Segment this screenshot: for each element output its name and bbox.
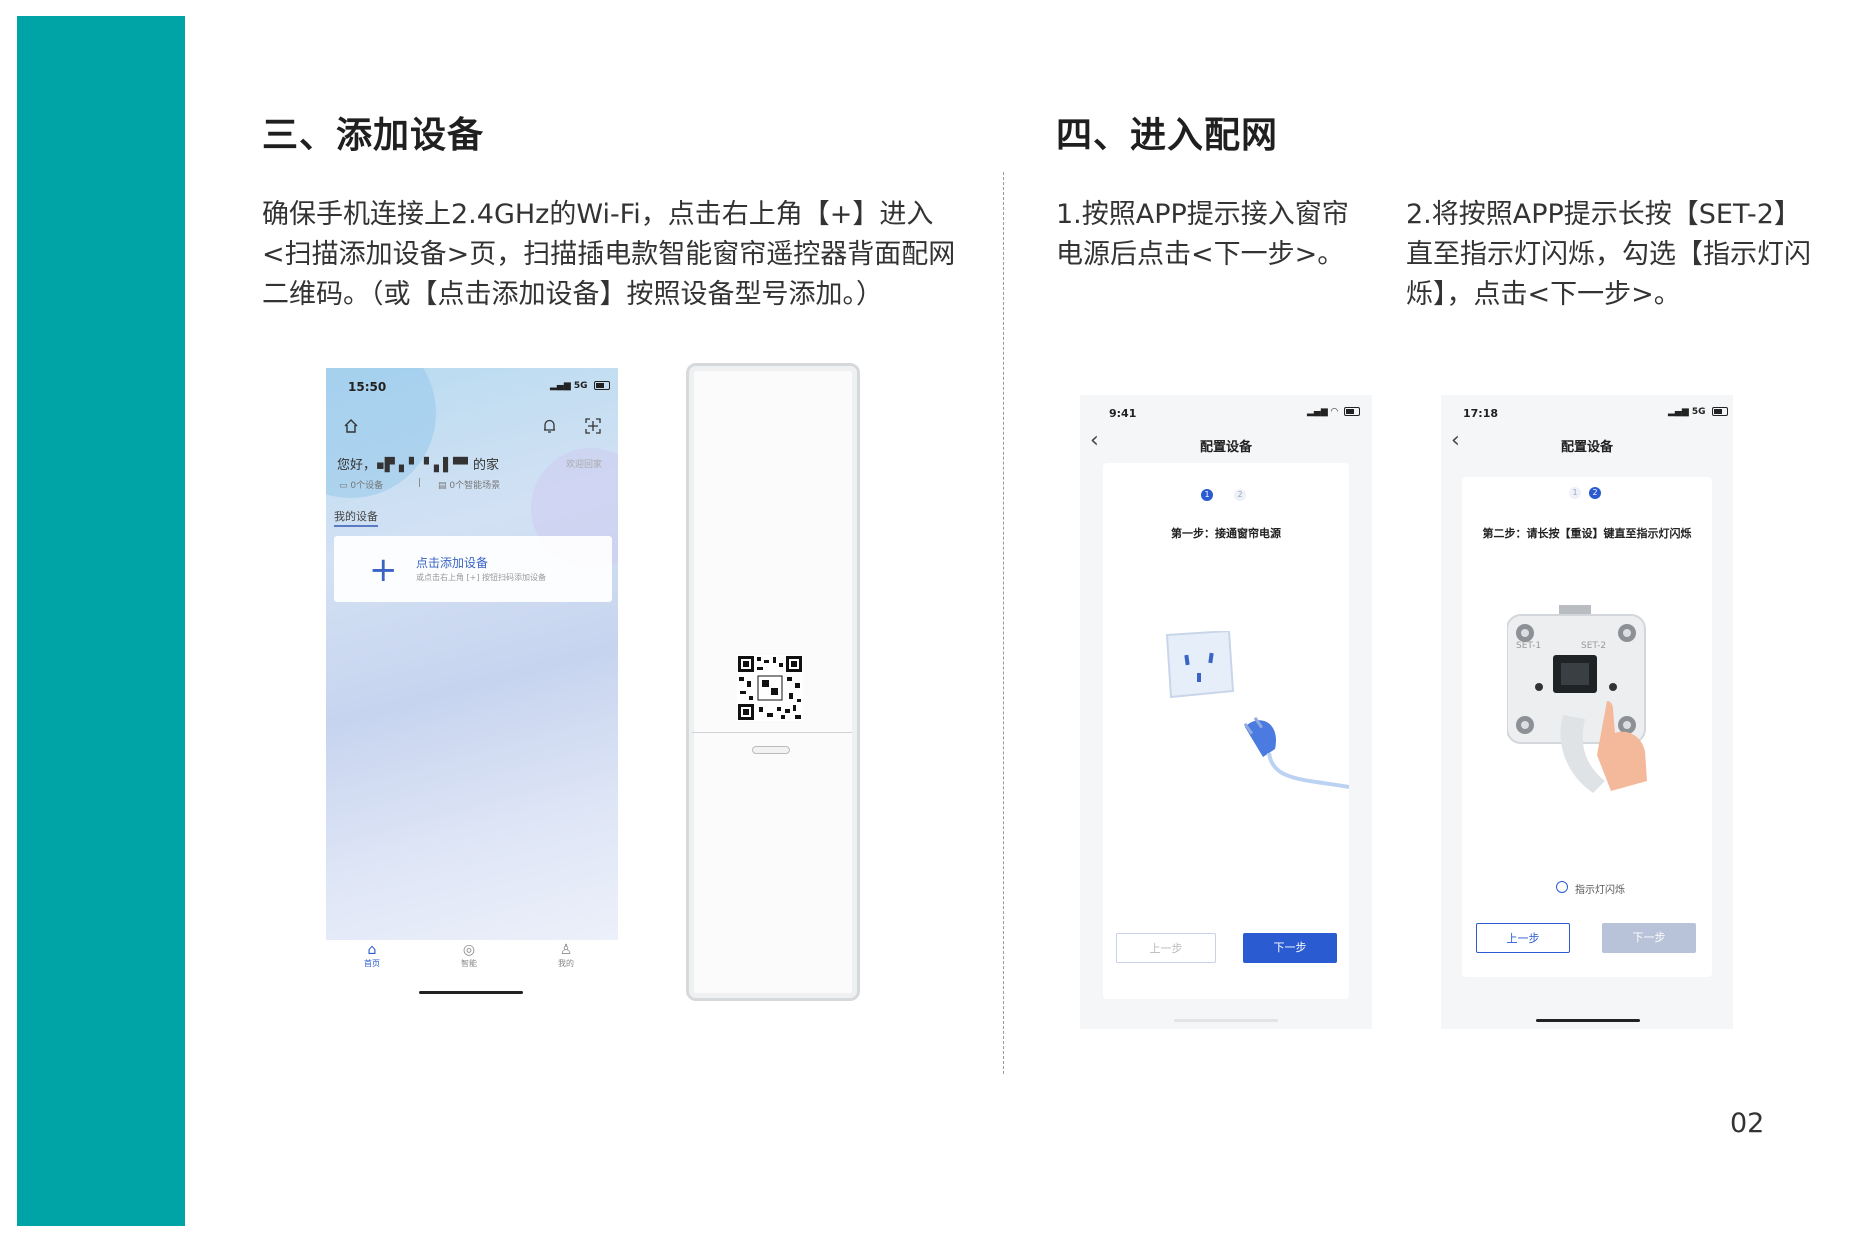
home-indicator bbox=[419, 991, 523, 994]
my-devices-tab[interactable]: 我的设备 bbox=[334, 508, 378, 527]
next-step-button[interactable]: 下一步 bbox=[1243, 933, 1337, 963]
network-type: 5G bbox=[1691, 407, 1706, 417]
content-card: 1 2 第一步：接通窗帘电源 上一步 下一步 bbox=[1103, 463, 1349, 999]
step-2-line-2: 直至指示灯闪烁，勾选【指示灯闪 bbox=[1406, 239, 1811, 270]
sidebar-color-band bbox=[17, 16, 185, 1226]
step-dot-2: 2 bbox=[1234, 489, 1246, 501]
status-signal: ▂▄▆ 5G bbox=[1668, 407, 1728, 417]
signal-bars-icon: ▂▄▆ bbox=[1668, 407, 1689, 417]
home-indicator bbox=[1536, 1019, 1640, 1022]
prev-step-button[interactable]: 上一步 bbox=[1116, 933, 1216, 963]
remote-controller-image bbox=[686, 363, 860, 1001]
status-time: 15:50 bbox=[348, 380, 387, 394]
plus-icon: + bbox=[369, 550, 398, 590]
indicator-flashing-radio[interactable] bbox=[1556, 881, 1568, 893]
power-socket-plug-illustration bbox=[1165, 631, 1349, 789]
section-3-description: 确保手机连接上2.4GHz的Wi-Fi，点击右上角【+】进入 <扫描添加设备>页… bbox=[262, 195, 955, 315]
step-instruction: 第一步：接通窗帘电源 bbox=[1171, 527, 1281, 540]
back-chevron-icon[interactable]: ‹ bbox=[1451, 428, 1460, 453]
step-1-line-1: 1.按照APP提示接入窗帘 bbox=[1056, 199, 1349, 230]
count-separator: | bbox=[418, 478, 422, 488]
config-screen-2: 17:18 ▂▄▆ 5G ‹ 配置设备 1 2 第二步：请长按【重设】键直至指示… bbox=[1441, 395, 1733, 1029]
home-indicator bbox=[1174, 1019, 1278, 1022]
qr-code-icon bbox=[737, 655, 803, 721]
set-2-label: SET-2 bbox=[1581, 641, 1607, 651]
column-divider bbox=[1003, 172, 1004, 1074]
battery-icon bbox=[1343, 407, 1360, 416]
add-device-label: 点击添加设备 bbox=[416, 556, 489, 570]
indicator-flashing-label: 指示灯闪烁 bbox=[1575, 885, 1625, 896]
device-icon: ▭ bbox=[339, 481, 348, 491]
next-step-button[interactable]: 下一步 bbox=[1602, 923, 1696, 953]
tab-home[interactable]: ⌂首页 bbox=[352, 942, 392, 969]
add-device-hint: 或点击右上角 [+] 按钮扫码添加设备 bbox=[416, 573, 547, 582]
user-tab-icon: ♙ bbox=[559, 942, 573, 958]
page-number: 02 bbox=[1730, 1108, 1765, 1139]
content-card: 1 2 第二步：请长按【重设】键直至指示灯闪烁 SET-1 SET-2 指示灯闪… bbox=[1462, 477, 1712, 977]
tab-smart[interactable]: ◎智能 bbox=[449, 942, 489, 969]
section-3-line-2: <扫描添加设备>页，扫描插电款智能窗帘遥控器背面配网 bbox=[262, 239, 956, 270]
screen-title: 配置设备 bbox=[1560, 440, 1613, 455]
signal-bars-icon: ▂▄▆ bbox=[550, 381, 571, 391]
scan-icon[interactable] bbox=[585, 418, 601, 434]
status-time: 17:18 bbox=[1463, 407, 1499, 420]
status-signal: ▂▄▆ ◠ bbox=[1307, 407, 1360, 417]
battery-icon bbox=[1711, 407, 1728, 416]
status-time: 9:41 bbox=[1109, 407, 1137, 420]
tab-home-label: 首页 bbox=[364, 959, 380, 968]
section-3-line-1: 确保手机连接上2.4GHz的Wi-Fi，点击右上角【+】进入 bbox=[262, 199, 934, 230]
step-2-line-3: 烁】，点击<下一步>。 bbox=[1406, 279, 1681, 310]
signal-bars-icon: ▂▄▆ bbox=[1307, 407, 1328, 417]
section-4-title: 四、进入配网 bbox=[1056, 115, 1279, 156]
add-device-card[interactable] bbox=[334, 536, 612, 602]
screen-title: 配置设备 bbox=[1199, 440, 1252, 455]
network-type: 5G bbox=[573, 381, 588, 391]
home-tab-icon: ⌂ bbox=[367, 942, 377, 958]
section-3-title: 三、添加设备 bbox=[262, 115, 485, 156]
remote-indicator-slot bbox=[752, 746, 790, 754]
remote-seam bbox=[692, 732, 852, 733]
bottom-tab-bar: ⌂首页 ◎智能 ♙我的 bbox=[326, 940, 618, 970]
step-dot-1: 1 bbox=[1569, 487, 1581, 499]
section-3-line-3: 二维码。（或【点击添加设备】按照设备型号添加。） bbox=[262, 279, 883, 310]
tab-smart-label: 智能 bbox=[461, 959, 477, 968]
wifi-icon: ◠ bbox=[1330, 407, 1338, 417]
scene-icon: ▤ bbox=[438, 481, 447, 491]
device-count: ▭ 0个设备 bbox=[339, 478, 383, 491]
phone-home-screenshot: 15:50 ▂▄▆ 5G 您好，▪▛ ▖▘▝▗ ▌▀▘的家 欢迎回家 ▭ 0个设… bbox=[326, 368, 618, 940]
section-4-step-1-text: 1.按照APP提示接入窗帘 电源后点击<下一步>。 bbox=[1056, 195, 1349, 275]
step-dot-1: 1 bbox=[1201, 489, 1213, 501]
home-icon[interactable] bbox=[343, 418, 359, 434]
config-screen-1: 9:41 ▂▄▆ ◠ ‹ 配置设备 1 2 第一步：接通窗帘电源 上一步 下一步 bbox=[1080, 395, 1372, 1029]
tab-mine[interactable]: ♙我的 bbox=[546, 942, 586, 969]
step-instruction: 第二步：请长按【重设】键直至指示灯闪烁 bbox=[1482, 527, 1692, 540]
step-dot-2: 2 bbox=[1589, 487, 1601, 499]
set-1-label: SET-1 bbox=[1516, 641, 1542, 651]
back-chevron-icon[interactable]: ‹ bbox=[1090, 428, 1099, 453]
smart-tab-icon: ◎ bbox=[462, 942, 476, 958]
welcome-text: 欢迎回家 bbox=[566, 460, 603, 470]
scene-count-text: 0个智能场景 bbox=[449, 481, 501, 491]
battery-icon bbox=[593, 381, 610, 390]
step-2-line-1: 2.将按照APP提示长按【SET-2】 bbox=[1406, 199, 1801, 230]
prev-step-button[interactable]: 上一步 bbox=[1476, 923, 1570, 953]
status-signal: ▂▄▆ 5G bbox=[550, 381, 610, 391]
device-count-text: 0个设备 bbox=[350, 481, 384, 491]
step-1-line-2: 电源后点击<下一步>。 bbox=[1056, 239, 1345, 270]
bell-icon[interactable] bbox=[542, 418, 557, 434]
device-reset-illustration bbox=[1507, 605, 1647, 793]
greeting-text: 您好，▪▛ ▖▘▝▗ ▌▀▘的家 bbox=[337, 458, 500, 473]
scene-count: ▤ 0个智能场景 bbox=[438, 478, 500, 491]
tab-mine-label: 我的 bbox=[558, 959, 574, 968]
section-4-step-2-text: 2.将按照APP提示长按【SET-2】 直至指示灯闪烁，勾选【指示灯闪 烁】，点… bbox=[1406, 195, 1811, 315]
